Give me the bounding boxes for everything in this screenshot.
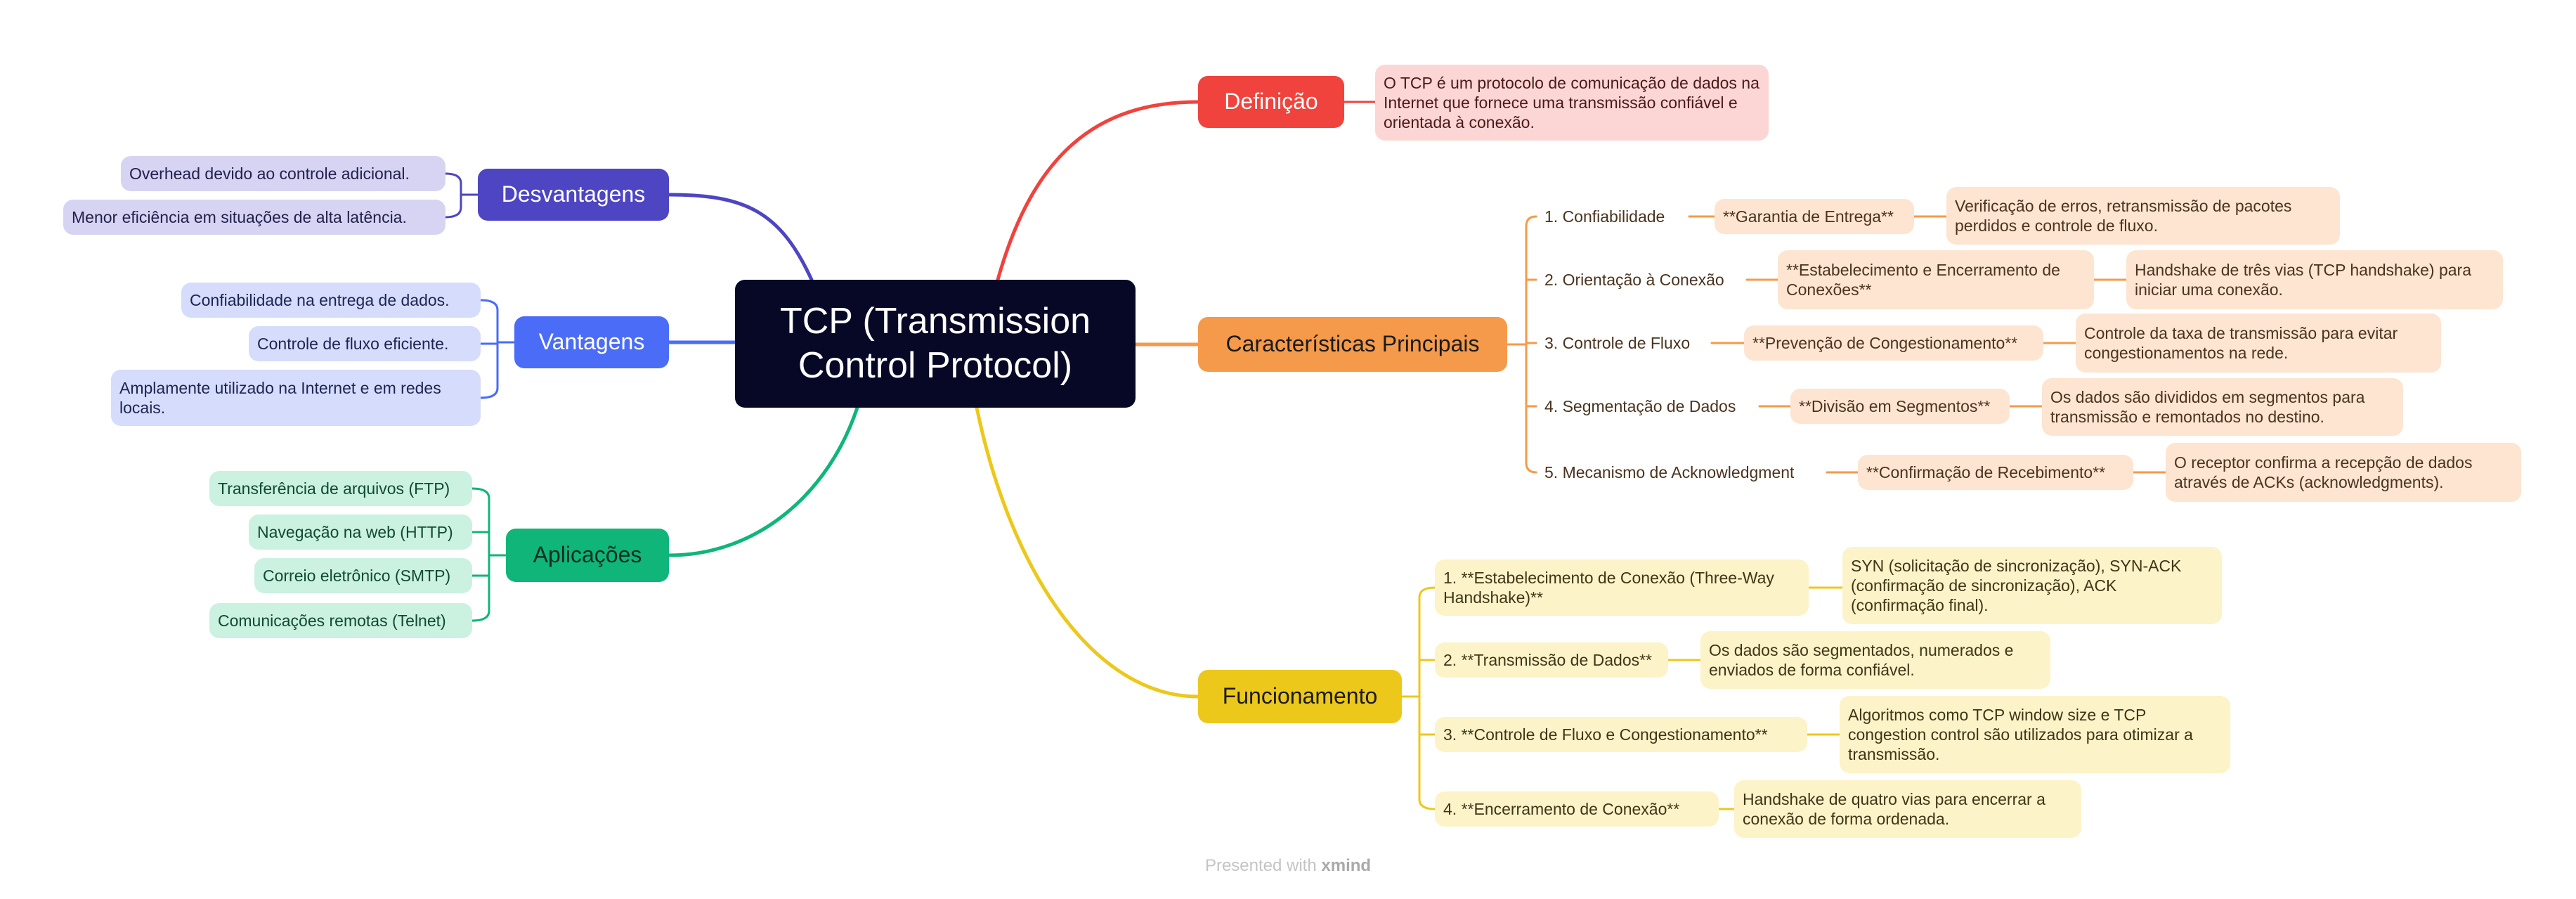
connector-line <box>471 487 490 500</box>
connector-line <box>975 406 1200 699</box>
topic-definicao-label: Definição <box>1224 89 1318 115</box>
connector-line <box>479 387 499 399</box>
vantagem-2[interactable]: Controle de fluxo eficiente. <box>249 326 481 361</box>
caracteristica-3-sub[interactable]: **Prevenção de Congestionamento** <box>1744 325 2043 361</box>
footer-brand: xmind <box>1321 856 1372 875</box>
funcionamento-1-detail[interactable]: SYN (solicitação de sincronização), SYN-… <box>1842 547 2222 624</box>
connector-line <box>444 206 462 219</box>
funcionamento-3-detail[interactable]: Algoritmos como TCP window size e TCP co… <box>1840 696 2230 773</box>
connector-line <box>1525 461 1537 474</box>
topic-desvantagens-label: Desvantagens <box>501 181 646 207</box>
caracteristica-4-sub[interactable]: **Divisão em Segmentos** <box>1790 389 2010 424</box>
vantagem-3[interactable]: Amplamente utilizado na Internet e em re… <box>111 370 481 426</box>
connector-line <box>479 299 499 311</box>
funcionamento-4-detail[interactable]: Handshake de quatro vias para encerrar a… <box>1734 780 2081 838</box>
topic-desvantagens[interactable]: Desvantagens <box>478 169 669 221</box>
caracteristica-1-sub[interactable]: **Garantia de Entrega** <box>1715 199 1914 234</box>
caracteristica-1-detail[interactable]: Verificação de erros, retransmissão de p… <box>1946 187 2340 245</box>
caracteristica-5-detail[interactable]: O receptor confirma a recepção de dados … <box>2166 443 2521 502</box>
topic-caracteristicas-label: Características Principais <box>1225 331 1480 357</box>
caracteristica-5-sub[interactable]: **Confirmação de Recebimento** <box>1858 455 2133 490</box>
topic-definicao[interactable]: Definição <box>1198 76 1344 128</box>
topic-vantagens[interactable]: Vantagens <box>514 316 669 368</box>
connector-line <box>996 100 1200 282</box>
caracteristica-2[interactable]: 2. Orientação à Conexão <box>1544 270 1724 289</box>
topic-funcionamento[interactable]: Funcionamento <box>1198 670 1402 723</box>
funcionamento-4[interactable]: 4. **Encerramento de Conexão** <box>1435 791 1719 827</box>
connector-line <box>667 406 859 557</box>
caracteristica-3[interactable]: 3. Controle de Fluxo <box>1544 333 1691 352</box>
topic-aplicacoes[interactable]: Aplicações <box>506 529 669 582</box>
root-topic-label: TCP (Transmission Control Protocol) <box>779 300 1091 386</box>
footer-attribution: Presented with xmind <box>1204 856 1372 875</box>
caracteristica-4[interactable]: 4. Segmentação de Dados <box>1544 396 1736 415</box>
caracteristica-5[interactable]: 5. Mecanismo de Acknowledgment <box>1544 463 1795 481</box>
desvantagem-1[interactable]: Overhead devido ao controle adicional. <box>121 156 445 191</box>
connector-line <box>1525 215 1537 228</box>
desvantagem-2[interactable]: Menor eficiência em situações de alta la… <box>63 200 445 235</box>
caracteristica-2-detail[interactable]: Handshake de três vias (TCP handshake) p… <box>2126 250 2503 309</box>
topic-vantagens-label: Vantagens <box>538 329 645 355</box>
funcionamento-1[interactable]: 1. **Estabelecimento de Conexão (Three-W… <box>1435 560 1809 616</box>
vantagem-1[interactable]: Confiabilidade na entrega de dados. <box>181 283 481 318</box>
topic-caracteristicas[interactable]: Características Principais <box>1198 317 1507 372</box>
aplicacao-4[interactable]: Comunicações remotas (Telnet) <box>209 603 472 638</box>
connector-line <box>1418 798 1436 810</box>
aplicacao-2[interactable]: Navegação na web (HTTP) <box>249 515 472 550</box>
funcionamento-3[interactable]: 3. **Controle de Fluxo e Congestionament… <box>1435 717 1807 752</box>
definicao-text[interactable]: O TCP é um protocolo de comunicação de d… <box>1375 65 1769 141</box>
caracteristica-4-detail[interactable]: Os dados são divididos em segmentos para… <box>2042 378 2403 436</box>
connector-line <box>471 609 490 622</box>
topic-aplicacoes-label: Aplicações <box>533 542 642 568</box>
connector-line <box>1418 586 1436 599</box>
root-topic[interactable]: TCP (Transmission Control Protocol) <box>735 280 1136 408</box>
connector-line <box>667 193 814 282</box>
caracteristica-1[interactable]: 1. Confiabilidade <box>1544 207 1665 226</box>
caracteristica-3-detail[interactable]: Controle da taxa de transmissão para evi… <box>2076 313 2441 373</box>
aplicacao-3[interactable]: Correio eletrônico (SMTP) <box>254 558 472 593</box>
funcionamento-2-detail[interactable]: Os dados são segmentados, numerados e en… <box>1700 631 2050 689</box>
caracteristica-2-sub[interactable]: **Estabelecimento e Encerramento de Cone… <box>1778 250 2094 309</box>
funcionamento-2[interactable]: 2. **Transmissão de Dados** <box>1435 642 1668 678</box>
connector-line <box>444 172 462 185</box>
topic-funcionamento-label: Funcionamento <box>1222 683 1378 709</box>
aplicacao-1[interactable]: Transferência de arquivos (FTP) <box>209 471 472 506</box>
